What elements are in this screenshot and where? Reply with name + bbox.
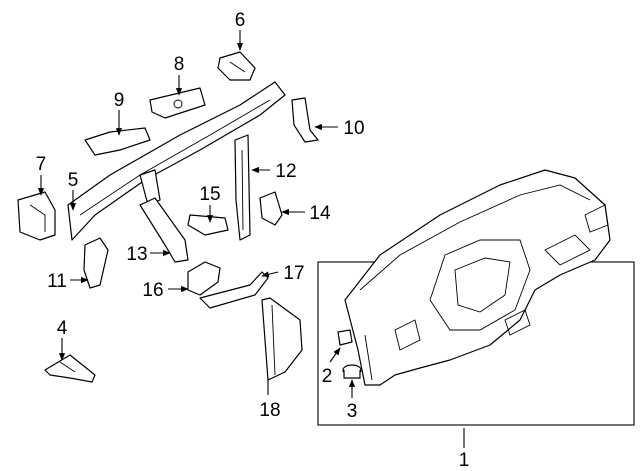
part-12-brace — [234, 134, 251, 241]
part-14-bracket — [259, 191, 283, 226]
part-4-bracket — [44, 354, 96, 383]
callout-9: 9 — [114, 90, 125, 111]
part-10-bracket — [291, 97, 319, 143]
callout-3: 3 — [347, 401, 358, 422]
callout-15: 15 — [199, 184, 220, 205]
callout-1: 1 — [459, 450, 470, 471]
part-2-clip — [337, 329, 353, 346]
part-15-bracket — [187, 214, 229, 236]
part-8-bracket — [149, 87, 206, 119]
part-6-bracket — [217, 51, 256, 81]
instrument-panel-part — [344, 169, 611, 386]
part-3-plug — [342, 364, 362, 379]
callout-8: 8 — [174, 54, 185, 75]
part-13-brace — [139, 197, 189, 263]
part-7-bracket — [17, 191, 56, 241]
callout-16: 16 — [142, 280, 163, 301]
callout-6: 6 — [235, 10, 246, 31]
callout-14: 14 — [309, 203, 331, 224]
callout-2: 2 — [322, 366, 333, 387]
callout-18: 18 — [259, 400, 280, 421]
leader-lines — [37, 30, 465, 448]
callout-11: 11 — [47, 271, 67, 292]
callout-5: 5 — [68, 170, 79, 191]
part-17-bracket — [199, 271, 269, 309]
callout-7: 7 — [36, 154, 47, 175]
part-9-bracket — [84, 127, 151, 156]
part-16-bracket — [187, 261, 221, 296]
part-11-bracket — [83, 237, 109, 289]
callout-12: 12 — [275, 161, 296, 182]
part-18-knee-bolster — [261, 297, 303, 381]
callout-4: 4 — [57, 318, 68, 339]
part-5-cross-car-beam — [67, 81, 286, 241]
callout-10: 10 — [343, 118, 364, 139]
callout-17: 17 — [283, 263, 304, 284]
callout-13: 13 — [126, 244, 147, 265]
